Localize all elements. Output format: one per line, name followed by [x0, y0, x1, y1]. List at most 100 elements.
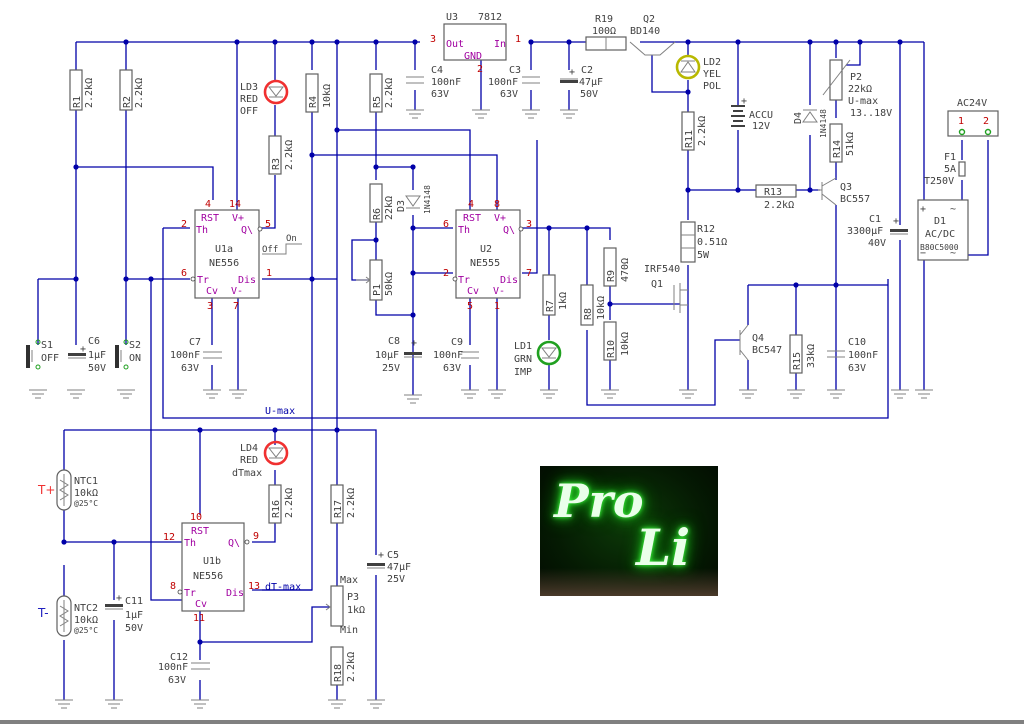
resistor-R6: R6 22kΩ	[369, 183, 395, 223]
resistor-R13: R13 2.2kΩ	[755, 184, 797, 211]
svg-text:R16: R16	[271, 500, 282, 518]
svg-text:Q1: Q1	[651, 279, 663, 290]
ground-icon	[739, 389, 757, 399]
svg-text:@25°C: @25°C	[74, 626, 98, 635]
resistor-R11: R11 2.2kΩ	[681, 111, 708, 151]
svg-text:+: +	[80, 344, 86, 355]
svg-text:2: 2	[443, 268, 449, 279]
svg-text:V-: V-	[493, 286, 505, 297]
svg-text:V+: V+	[494, 213, 506, 224]
svg-text:8: 8	[494, 199, 500, 210]
ground-icon	[29, 389, 47, 399]
svg-text:R8: R8	[583, 308, 594, 320]
svg-text:25V: 25V	[387, 574, 405, 585]
svg-text:LD4: LD4	[240, 443, 258, 454]
svg-text:1µF: 1µF	[88, 350, 106, 361]
svg-text:D3: D3	[396, 200, 407, 212]
svg-text:R10: R10	[606, 340, 617, 358]
svg-text:U2: U2	[480, 244, 492, 255]
svg-text:2: 2	[477, 64, 483, 75]
svg-text:OFF: OFF	[240, 106, 258, 117]
svg-text:R19: R19	[595, 14, 613, 25]
ground-icon	[404, 394, 422, 404]
svg-text:Q\: Q\	[503, 225, 515, 236]
svg-text:100nF: 100nF	[433, 350, 463, 361]
potentiometer-P2: P2 22kΩ U-max 13..18V	[822, 59, 892, 119]
svg-text:Out: Out	[446, 39, 464, 50]
svg-text:Dis: Dis	[226, 588, 244, 599]
svg-text:U-max: U-max	[848, 96, 878, 107]
ground-icon	[406, 109, 424, 119]
svg-text:YEL: YEL	[703, 69, 721, 80]
svg-text:4: 4	[468, 199, 474, 210]
svg-text:Q3: Q3	[840, 182, 852, 193]
svg-text:100Ω: 100Ω	[592, 26, 616, 37]
resistor-R2: R2 2.2kΩ	[119, 69, 145, 111]
svg-text:63V: 63V	[181, 363, 199, 374]
svg-text:22kΩ: 22kΩ	[848, 84, 872, 95]
ground-icon	[67, 389, 85, 399]
svg-text:R12: R12	[697, 224, 715, 235]
svg-text:GND: GND	[464, 51, 482, 62]
svg-text:47µF: 47µF	[579, 77, 603, 88]
svg-text:P3: P3	[347, 592, 359, 603]
svg-text:Tr: Tr	[184, 588, 196, 599]
net-label-umax: U-max	[265, 406, 295, 417]
ground-icon	[203, 389, 221, 399]
svg-text:7812: 7812	[478, 12, 502, 23]
svg-text:C7: C7	[189, 337, 201, 348]
svg-text:10kΩ: 10kΩ	[322, 84, 333, 108]
svg-text:Cv: Cv	[467, 286, 479, 297]
svg-text:Q\: Q\	[241, 225, 253, 236]
ground-icon	[117, 389, 135, 399]
svg-text:10: 10	[190, 512, 202, 523]
svg-text:R3: R3	[271, 158, 282, 170]
svg-text:8: 8	[170, 581, 176, 592]
svg-text:R7: R7	[545, 300, 556, 312]
svg-text:Tr: Tr	[458, 275, 470, 286]
svg-text:Cv: Cv	[206, 286, 218, 297]
svg-text:R9: R9	[606, 270, 617, 282]
ground-icon	[560, 109, 578, 119]
svg-text:63V: 63V	[443, 363, 461, 374]
svg-text:100nF: 100nF	[431, 77, 461, 88]
svg-text:On: On	[286, 234, 297, 244]
svg-text:13: 13	[248, 581, 260, 592]
svg-text:ON: ON	[129, 353, 141, 364]
svg-text:D4: D4	[793, 112, 804, 124]
svg-text:R6: R6	[372, 208, 383, 220]
svg-text:Off: Off	[262, 245, 278, 255]
svg-text:In: In	[494, 39, 506, 50]
svg-text:RED: RED	[240, 455, 258, 466]
ground-icon	[55, 699, 73, 709]
resistor-R10: R10 10kΩ	[603, 321, 631, 361]
svg-text:1: 1	[515, 34, 521, 45]
svg-text:C11: C11	[125, 596, 143, 607]
svg-text:3: 3	[430, 34, 436, 45]
svg-text:22kΩ: 22kΩ	[384, 196, 395, 220]
svg-text:~: ~	[950, 248, 956, 259]
diode-D4: D4 1N4148	[793, 109, 828, 138]
svg-text:+: +	[893, 216, 899, 227]
resistor-R9: R9 470Ω	[603, 247, 631, 287]
ground-icon	[540, 389, 558, 399]
horizontal-scrollbar[interactable]	[0, 720, 1024, 724]
svg-text:+: +	[116, 593, 122, 604]
svg-text:OFF: OFF	[41, 353, 59, 364]
svg-text:6: 6	[181, 268, 187, 279]
svg-text:Th: Th	[184, 538, 196, 549]
svg-text:1: 1	[494, 301, 500, 312]
